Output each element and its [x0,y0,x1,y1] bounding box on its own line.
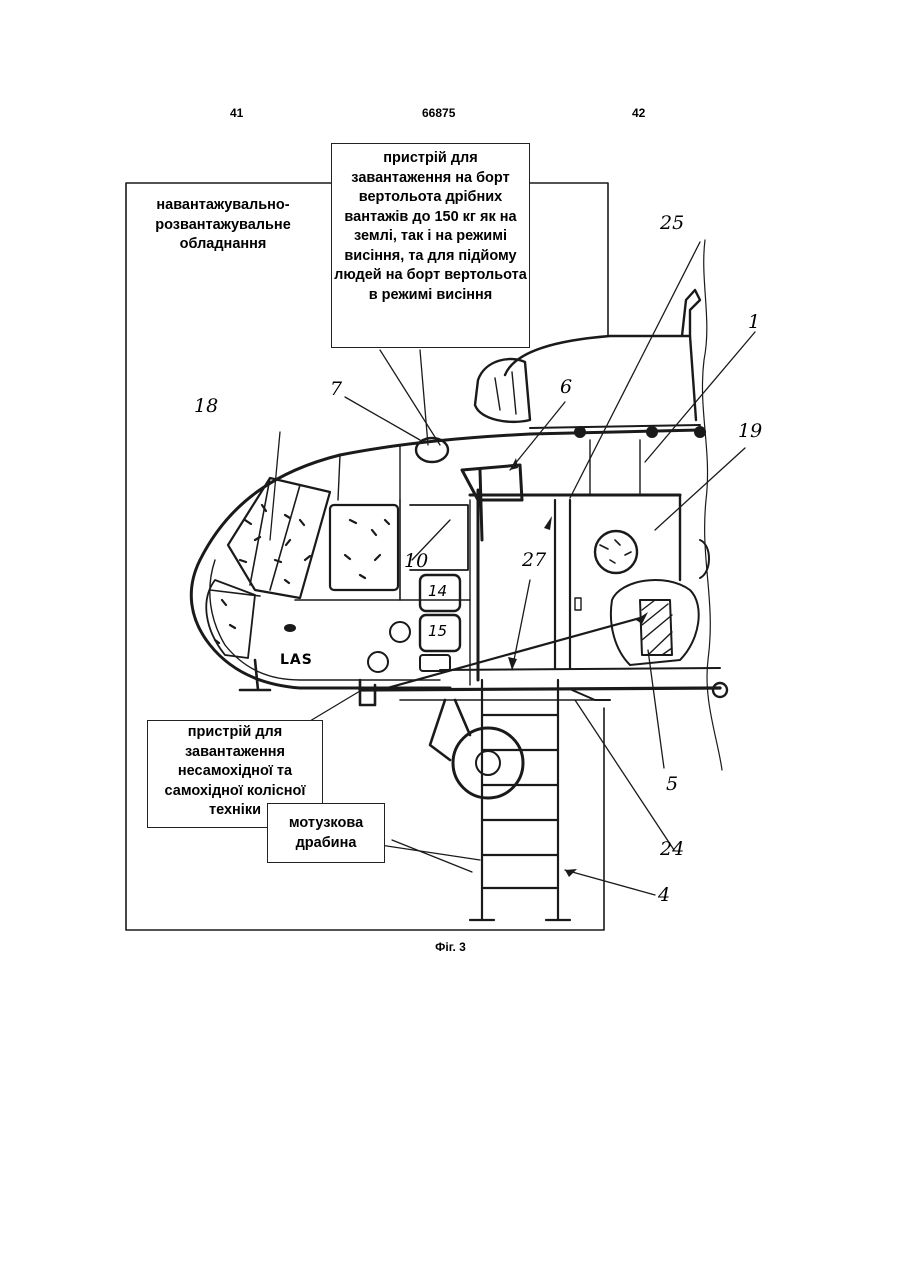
ref-label-19: 19 [738,420,762,442]
ref-label-7: 7 [330,378,342,400]
ref-label-27: 27 [522,549,546,571]
engine-intake [475,359,530,422]
callout-frame-label: навантажувально-розвантажувальне обладна… [140,196,306,260]
ref-label-25: 25 [660,212,684,234]
rope-ladder [470,680,570,920]
floor-line [360,688,720,690]
fuselage-lettering: LAS [280,652,313,668]
ref-label-1: 1 [748,311,760,333]
callout-hoist-device: пристрій для завантаження на борт вертол… [331,143,530,348]
ref-label-4: 4 [658,884,670,906]
ref-label-6: 6 [560,376,572,398]
ref-label-14: 14 [428,582,447,600]
ref-label-24: 24 [660,838,684,860]
ref-label-5: 5 [666,773,678,795]
equipment-frame-right [530,183,608,335]
main-wheel [453,728,523,798]
ref-label-15: 15 [428,622,447,640]
engine-cowling [505,290,700,375]
ref-label-10: 10 [404,550,428,572]
ref-label-18: 18 [194,395,218,417]
figure-caption: Фіг. 3 [0,940,901,954]
cockpit-glazing [228,478,330,598]
callout-rope-ladder: мотузкова драбина [267,803,385,863]
